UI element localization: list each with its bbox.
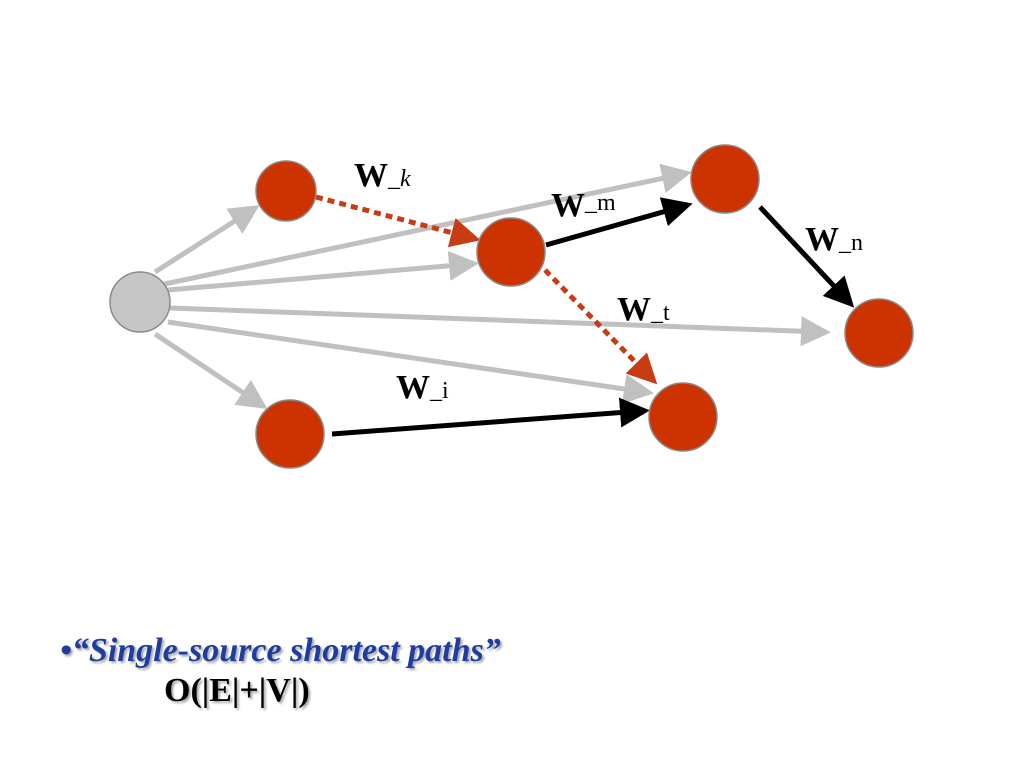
node-bottom-left xyxy=(255,399,325,469)
complexity-formula: O(|E|+|V|) xyxy=(164,672,310,709)
edge-bottom-left-to-bottom-middle xyxy=(331,397,650,437)
bullet: • xyxy=(60,632,72,669)
edge-middle-to-top-right xyxy=(545,197,693,248)
edge-source-to-top-left xyxy=(153,205,260,275)
caption: •“Single-source shortest paths” O(|E|+|V… xyxy=(60,632,501,710)
weight-label-k: W_k xyxy=(354,157,411,194)
edge-source-to-right xyxy=(169,305,831,347)
weight-label-m: W_m xyxy=(551,187,616,224)
weight-label-n: W_n xyxy=(805,221,863,258)
edge-source-to-bottom-middle xyxy=(167,319,654,404)
weight-label-t: W_t xyxy=(617,291,670,328)
edge-dashed-top-left-to-middle xyxy=(315,194,481,248)
weight-label-i: W_i xyxy=(396,369,449,406)
edge-source-to-middle xyxy=(167,250,479,293)
node-top-right xyxy=(690,144,760,214)
edge-source-to-bottom-left xyxy=(153,331,268,409)
edge-source-to-top-right xyxy=(159,163,692,288)
node-right xyxy=(844,298,914,368)
node-top-left xyxy=(255,160,317,222)
edge-top-right-to-right xyxy=(758,205,855,308)
source-node xyxy=(109,271,171,333)
caption-title: •“Single-source shortest paths” xyxy=(60,632,501,670)
node-middle xyxy=(476,217,546,287)
node-bottom-middle xyxy=(648,382,718,452)
caption-title-text: “Single-source shortest paths” xyxy=(71,632,501,669)
edge-dashed-middle-to-bottom-middle xyxy=(543,268,658,385)
